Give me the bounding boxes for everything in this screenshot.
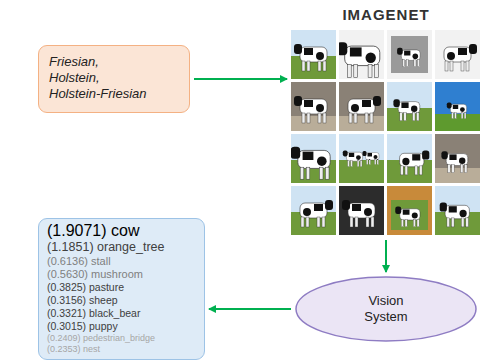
score-line: (0.2409) pedestrian_bridge: [47, 333, 196, 344]
flow-arrow: [385, 240, 387, 272]
imagenet-image-set: IMAGENET: [291, 30, 481, 236]
imagenet-photo-grid: [291, 30, 481, 236]
vision-system-ellipse: Vision System: [295, 276, 477, 342]
score-line: (0.3825) pasture: [47, 281, 196, 294]
score-line: (0.3015) puppy: [47, 320, 196, 333]
flow-arrow: [209, 308, 291, 310]
score-line: (0.3156) sheep: [47, 294, 196, 307]
score-line: (1.9071) cow: [47, 222, 196, 240]
score-line: (0.6136) stall: [47, 255, 196, 268]
score-line: (1.1851) orange_tree: [47, 240, 196, 255]
query-synset-box: Friesian, Holstein, Holstein-Friesian: [38, 45, 190, 113]
score-line: (0.5630) mushroom: [47, 268, 196, 281]
score-line: (0.3321) black_bear: [47, 307, 196, 320]
dataset-logo: IMAGENET: [291, 6, 481, 23]
flow-arrow: [194, 78, 287, 80]
node-label: Friesian, Holstein, Holstein-Friesian: [49, 54, 149, 102]
node-label: Vision System: [363, 293, 409, 325]
prediction-scores-box: (1.9071) cow(1.1851) orange_tree(0.6136)…: [38, 218, 205, 360]
score-line: (0.2353) nest: [47, 344, 196, 355]
